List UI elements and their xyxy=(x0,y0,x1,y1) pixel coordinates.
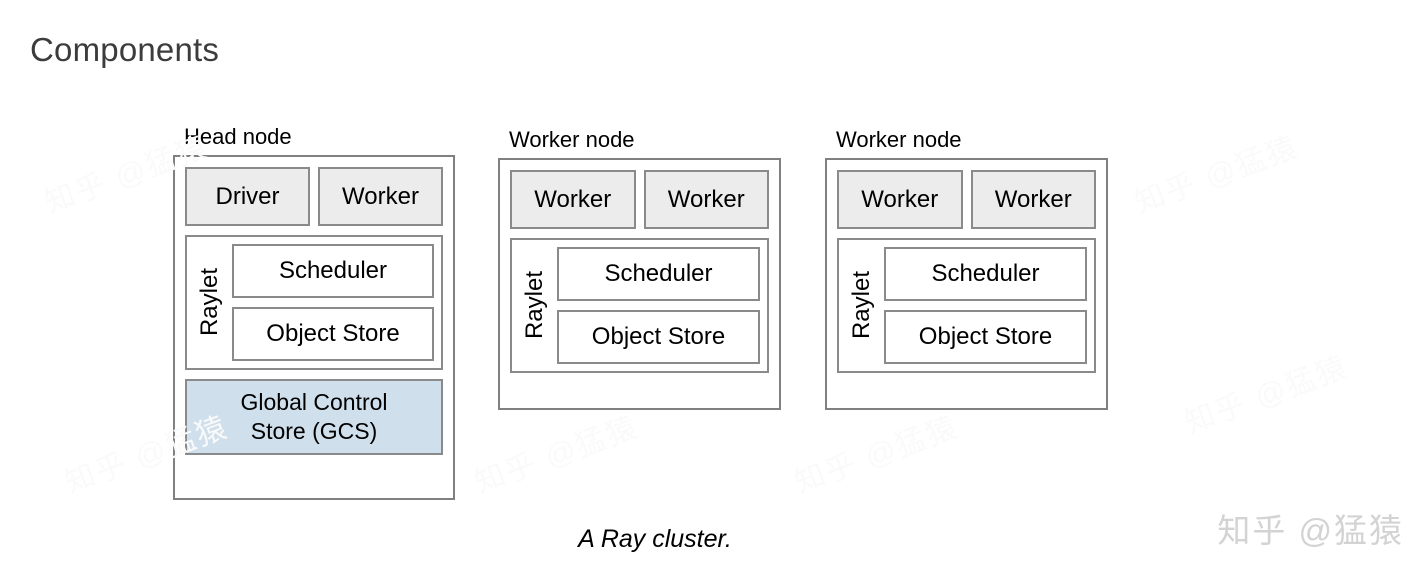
node-label-head: Head node xyxy=(184,124,292,149)
background-watermark-3: 知乎 @猛猿 xyxy=(790,410,963,501)
node-label-worker-2: Worker node xyxy=(836,127,962,152)
node-group-worker-2: Worker node Worker Worker Raylet Schedul… xyxy=(825,127,1108,410)
node-label-worker-1: Worker node xyxy=(509,127,635,152)
node-box-worker-2: Worker Worker Raylet Scheduler Object St… xyxy=(825,158,1108,410)
object-store-box-worker-2[interactable]: Object Store xyxy=(884,310,1087,364)
process-row-head: Driver Worker xyxy=(185,167,443,226)
raylet-label-wrap-worker-2: Raylet xyxy=(846,247,878,364)
raylet-label-wrap-head: Raylet xyxy=(194,244,226,361)
raylet-box-worker-1: Raylet Scheduler Object Store xyxy=(510,238,769,373)
background-watermark-2: 知乎 @猛猿 xyxy=(470,410,643,501)
background-watermark-4: 知乎 @猛猿 xyxy=(1130,130,1303,221)
node-box-worker-1: Worker Worker Raylet Scheduler Object St… xyxy=(498,158,781,410)
figure-caption: A Ray cluster. xyxy=(578,525,732,553)
raylet-inner-worker-1: Scheduler Object Store xyxy=(557,247,760,364)
raylet-label-head: Raylet xyxy=(196,268,223,337)
raylet-label-worker-2: Raylet xyxy=(848,271,875,340)
process-box-worker-1b[interactable]: Worker xyxy=(643,170,769,229)
scheduler-box-worker-1[interactable]: Scheduler xyxy=(557,247,760,301)
raylet-label-worker-1: Raylet xyxy=(521,271,548,340)
scheduler-box-head[interactable]: Scheduler xyxy=(232,244,434,298)
object-store-box-head[interactable]: Object Store xyxy=(232,307,434,361)
background-watermark-5: 知乎 @猛猿 xyxy=(1180,350,1353,441)
raylet-box-head: Raylet Scheduler Object Store xyxy=(185,235,443,370)
gcs-box[interactable]: Global Control Store (GCS) xyxy=(185,379,443,455)
node-box-head: Driver Worker Raylet Scheduler Object St… xyxy=(173,155,455,500)
raylet-box-worker-2: Raylet Scheduler Object Store xyxy=(837,238,1096,373)
raylet-label-wrap-worker-1: Raylet xyxy=(519,247,551,364)
raylet-inner-worker-2: Scheduler Object Store xyxy=(884,247,1087,364)
object-store-box-worker-1[interactable]: Object Store xyxy=(557,310,760,364)
process-row-worker-2: Worker Worker xyxy=(837,170,1096,229)
page-title: Components xyxy=(30,31,220,68)
raylet-inner-head: Scheduler Object Store xyxy=(232,244,434,361)
node-group-head: Head node Driver Worker Raylet Scheduler… xyxy=(173,124,455,500)
scheduler-box-worker-2[interactable]: Scheduler xyxy=(884,247,1087,301)
gcs-line-2: Store (GCS) xyxy=(250,418,378,444)
gcs-line-1: Global Control xyxy=(240,389,388,416)
node-group-worker-1: Worker node Worker Worker Raylet Schedul… xyxy=(498,127,781,410)
watermark: 知乎 @猛猿 xyxy=(1217,512,1404,549)
process-box-worker[interactable]: Worker xyxy=(318,167,443,226)
process-box-worker-1a[interactable]: Worker xyxy=(510,170,636,229)
process-box-driver[interactable]: Driver xyxy=(185,167,310,226)
process-box-worker-2a[interactable]: Worker xyxy=(837,170,963,229)
process-box-worker-2b[interactable]: Worker xyxy=(970,170,1096,229)
process-row-worker-1: Worker Worker xyxy=(510,170,769,229)
